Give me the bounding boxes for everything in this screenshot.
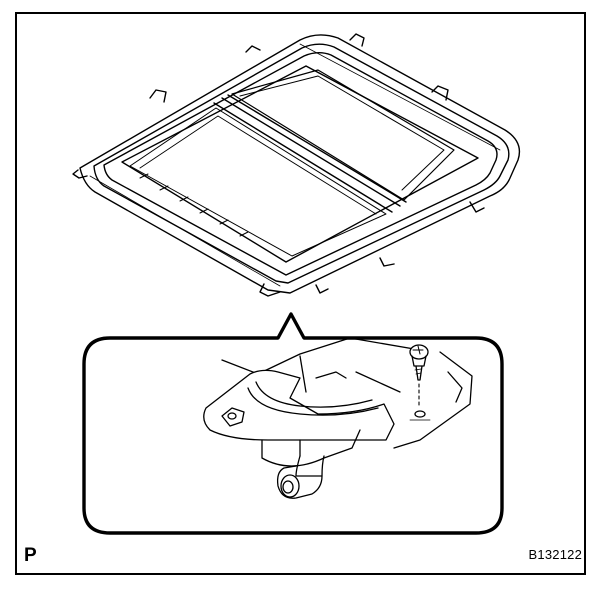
view-label: P [24, 545, 37, 566]
drain-joint-detail [203, 337, 473, 499]
screw-icon [409, 344, 429, 381]
sunroof-housing-frame [72, 33, 521, 297]
figure-code: B132122 [528, 547, 582, 562]
